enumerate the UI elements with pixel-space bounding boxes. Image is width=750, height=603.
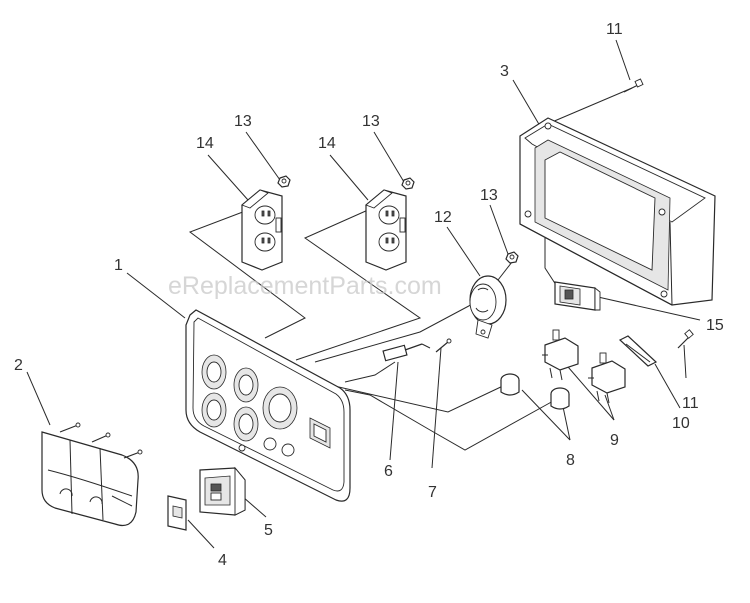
screw-part-11-top	[623, 78, 644, 93]
cover-plate-part-2	[41, 422, 143, 527]
duplex-receptacle-part-14-left	[241, 189, 283, 271]
watermark-text: eReplacementParts.com	[168, 272, 442, 300]
cap-part-8-lower	[550, 387, 570, 410]
nut-part-13-middle	[401, 177, 415, 190]
callout-14-right: 14	[318, 135, 336, 152]
bar-part-10	[618, 335, 658, 367]
duplex-receptacle-part-14-right	[365, 189, 407, 271]
callout-7: 7	[428, 484, 437, 501]
screw-part-11-right	[677, 329, 694, 349]
callout-11-top: 11	[606, 21, 623, 38]
breaker-part-9-left	[542, 329, 579, 381]
callout-2: 2	[14, 357, 23, 374]
leader-lines	[26, 39, 701, 549]
callout-8: 8	[566, 452, 575, 469]
callout-labels: 1 2 3 4 5 6 7 8 9 10 11 11 12 13 13 13 1…	[14, 21, 724, 569]
switch-cover-part-4	[167, 495, 187, 531]
callout-13-middle: 13	[362, 113, 380, 130]
nut-part-13-left	[277, 175, 291, 188]
callout-3: 3	[500, 63, 509, 80]
rear-housing-part-3	[519, 117, 716, 306]
circuit-breaker-part-15	[554, 281, 601, 311]
callout-13-right: 13	[480, 187, 498, 204]
callout-1: 1	[114, 257, 123, 274]
twist-lock-receptacle-part-12	[469, 275, 507, 339]
callout-10: 10	[672, 415, 690, 432]
rocker-switch-part-5	[199, 466, 246, 516]
callout-14-left: 14	[196, 135, 214, 152]
callout-9: 9	[610, 432, 619, 449]
callout-6: 6	[384, 463, 393, 480]
callout-13-left: 13	[234, 113, 252, 130]
cap-part-8-upper	[500, 373, 520, 396]
callout-5: 5	[264, 522, 273, 539]
callout-4: 4	[218, 552, 227, 569]
connector-part-6	[382, 343, 431, 362]
breaker-part-9-right	[588, 352, 626, 404]
nut-part-13-right	[505, 251, 519, 264]
callout-15: 15	[706, 317, 724, 334]
control-panel-part-1	[185, 309, 351, 502]
screw-part-7	[435, 338, 452, 353]
callout-11-right: 11	[682, 395, 699, 412]
callout-12: 12	[434, 209, 452, 226]
